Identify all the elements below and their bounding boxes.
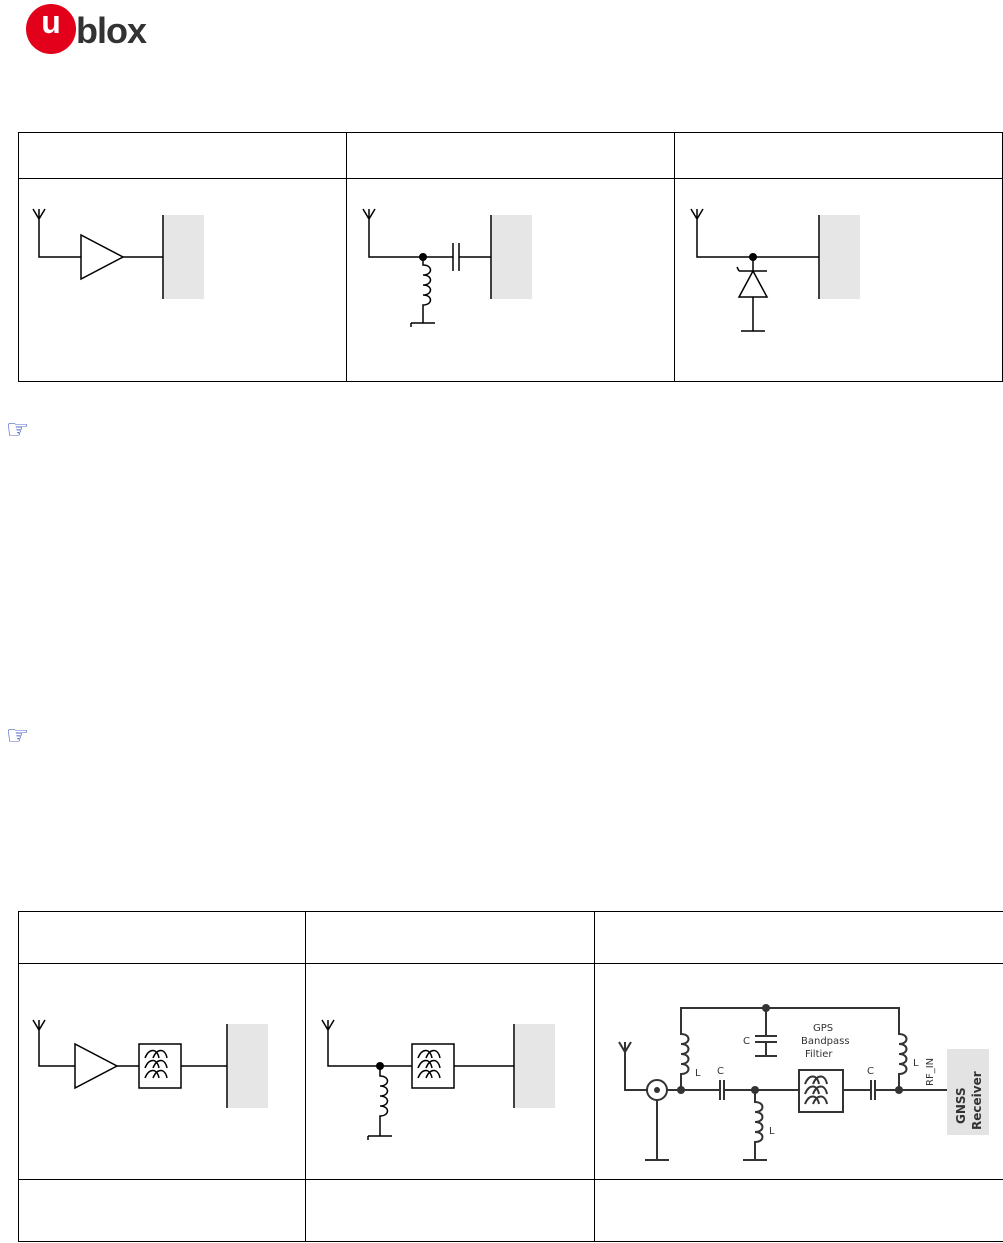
active-antenna-schematic bbox=[32, 208, 204, 299]
receiver-block bbox=[820, 215, 860, 299]
passive-antenna-filter-cell bbox=[305, 963, 595, 1180]
caption-cell-1 bbox=[18, 1179, 306, 1242]
inductor-label: L bbox=[769, 1126, 775, 1137]
inductor-icon bbox=[367, 1066, 392, 1140]
esd-diode-schematic bbox=[690, 208, 860, 332]
header-cell-2 bbox=[346, 132, 675, 179]
antenna-icon bbox=[618, 1041, 632, 1064]
active-antenna-cell bbox=[18, 178, 347, 382]
amplifier-icon bbox=[74, 1042, 119, 1090]
capacitor-label: C bbox=[717, 1066, 724, 1077]
diode-icon bbox=[736, 257, 769, 332]
capacitor-icon bbox=[719, 1080, 725, 1100]
active-antenna-filter-schematic bbox=[32, 1019, 268, 1108]
caption-cell-3 bbox=[594, 1179, 1003, 1242]
header-cell-1 bbox=[18, 132, 347, 179]
antenna-icon bbox=[321, 1019, 335, 1042]
antenna-icon bbox=[32, 208, 46, 231]
filter-label-line3: Filtier bbox=[805, 1049, 833, 1060]
passive-antenna-filter-schematic bbox=[321, 1019, 555, 1140]
receiver-block bbox=[492, 215, 532, 299]
antenna-icon bbox=[32, 1019, 46, 1042]
receiver-block bbox=[164, 215, 204, 299]
gnss-receiver-block bbox=[947, 1049, 989, 1135]
header-cell-2 bbox=[305, 911, 595, 964]
gps-bandpass-filter-schematic: L C C L C L GPS Bandpass Filtier RF_IN G… bbox=[618, 1004, 989, 1161]
inductor-icon bbox=[743, 1090, 767, 1161]
receiver-label-line2: Receiver bbox=[970, 1071, 984, 1130]
active-antenna-filter-cell bbox=[18, 963, 306, 1180]
inductor-icon bbox=[410, 257, 435, 327]
inductor-label: L bbox=[913, 1058, 919, 1069]
antenna-icon bbox=[690, 208, 704, 231]
logo-mark: u bbox=[41, 4, 61, 40]
pointing-hand-icon: ☞ bbox=[6, 720, 30, 750]
capacitor-label: C bbox=[867, 1066, 874, 1077]
antenna-supervisor-table bbox=[18, 132, 1003, 382]
amplifier-icon bbox=[80, 233, 125, 281]
logo-wordmark: blox bbox=[76, 10, 147, 51]
receiver-label-line1: GNSS bbox=[954, 1087, 968, 1124]
pointing-hand-icon: ☞ bbox=[6, 414, 30, 444]
receiver-block bbox=[515, 1024, 555, 1108]
filter-icon bbox=[798, 1069, 844, 1113]
inductor-label: L bbox=[695, 1068, 701, 1079]
capacitor-icon bbox=[870, 1080, 876, 1100]
filter-circuit-cell: L C C L C L GPS Bandpass Filtier RF_IN G… bbox=[594, 963, 1003, 1180]
caption-cell-2 bbox=[305, 1179, 595, 1242]
esd-diode-cell bbox=[674, 178, 1003, 382]
antenna-icon bbox=[362, 208, 376, 231]
filter-label-line2: Bandpass bbox=[801, 1036, 850, 1047]
ublox-logo: u blox bbox=[26, 2, 181, 60]
rf-in-label: RF_IN bbox=[925, 1058, 936, 1086]
capacitor-icon bbox=[755, 1008, 777, 1057]
header-cell-3 bbox=[594, 911, 1003, 964]
filter-label-line1: GPS bbox=[813, 1023, 833, 1034]
capacitor-label: C bbox=[743, 1036, 750, 1047]
header-cell-3 bbox=[674, 132, 1003, 179]
logo-circle bbox=[26, 4, 76, 54]
passive-antenna-cell bbox=[346, 178, 675, 382]
inductor-icon bbox=[680, 1007, 908, 1090]
passive-antenna-schematic bbox=[362, 208, 532, 327]
antenna-filter-table: L C C L C L GPS Bandpass Filtier RF_IN G… bbox=[18, 911, 1003, 1242]
header-cell-1 bbox=[18, 911, 306, 964]
receiver-block bbox=[228, 1024, 268, 1108]
